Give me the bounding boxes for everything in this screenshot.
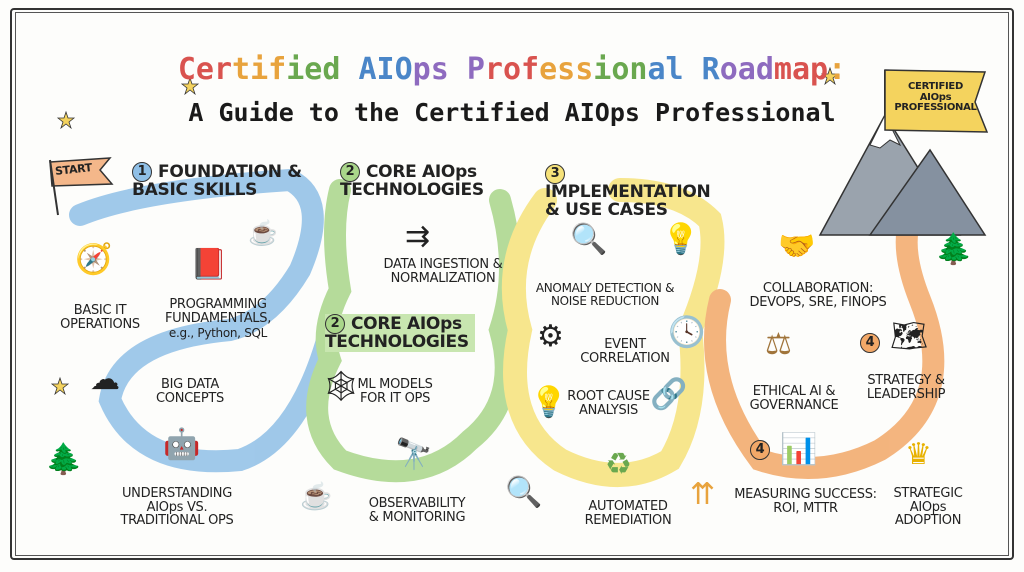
goal-flag-shape [884, 69, 989, 133]
bar-chart-icon: 📊 [780, 433, 818, 466]
trees-icon: 🌲 [935, 233, 973, 266]
stage-number: 4 [750, 440, 770, 460]
scales-icon: ⚖ [765, 328, 792, 361]
topic-measuring: MEASURING SUCCESS: ROI, MTTR [734, 487, 877, 516]
coffee-icon: ☕ [300, 481, 333, 511]
topic-anomaly: ANOMALY DETECTION & NOISE REDUCTION [535, 281, 675, 308]
neural-network-icon: 🕸 [322, 370, 361, 403]
stage-label: FOUNDATION & BASIC SKILLS [132, 162, 302, 200]
clock-icon: 🕓 [668, 316, 706, 349]
topic-remediation: AUTOMATED REMEDIATION [584, 499, 672, 528]
path-implementation [501, 178, 725, 487]
topic-adoption: STRATEGIC AIOps ADOPTION [893, 486, 963, 529]
broken-chain-icon: 🔗 [650, 378, 688, 411]
page-subtitle: A Guide to the Certified AIOps Professio… [188, 98, 836, 127]
star-icons [50, 66, 840, 396]
lightbulb-icon: 💡 [530, 386, 568, 419]
lightbulb-icon: 💡 [662, 223, 700, 256]
crown-icon: ♛ [905, 438, 932, 471]
page-border-inner [15, 12, 1009, 556]
stage-number: 4 [860, 333, 880, 353]
topic-understanding: UNDERSTANDING AIOps VS. TRADITIONAL OPS [120, 486, 234, 529]
handshake-icon: 🤝 [778, 230, 816, 263]
start-flag-shape [49, 157, 114, 187]
gears-icon: ⚙ [537, 320, 564, 353]
stage-number: 2 [340, 162, 360, 182]
topic-strategy: STRATEGY & LEADERSHIP [866, 373, 946, 402]
stage-label: IMPLEMENTATION & USE CASES [545, 182, 711, 220]
map-icon: 🗺 [890, 320, 929, 353]
page-border [10, 8, 1014, 560]
stage-label: CORE AIOps TECHNOLOGIES [340, 162, 484, 200]
page-title: Certified AIOps Professional Roadmap: [177, 52, 847, 87]
robot-icon: 🤖 [163, 428, 201, 461]
coffee-icon: ☕ [248, 220, 278, 247]
topic-basic-it: BASIC IT OPERATIONS [60, 303, 140, 332]
book-icon: 📕 [190, 248, 228, 281]
topic-event: EVENT CORRELATION [580, 337, 670, 366]
stage-3-implementation: 3IMPLEMENTATION & USE CASES [545, 164, 725, 220]
topic-observability: OBSERVABILITY & MONITORING [368, 496, 466, 525]
observatory-icon: 🔭 [395, 438, 433, 471]
topic-programming: PROGRAMMING FUNDAMENTALS, [164, 297, 272, 326]
stage-label: CORE AIOps TECHNOLOGIES [325, 314, 469, 352]
up-arrows-icon: ⇈ [690, 478, 716, 511]
data-pipeline-icon: ⇉ [405, 220, 431, 253]
stage-4-measuring: 4 [750, 440, 776, 460]
stage-number: 2 [325, 314, 345, 334]
path-foundation [69, 168, 341, 473]
topic-ingestion: DATA INGESTION & NORMALIZATION [383, 257, 503, 286]
path-leadership [704, 209, 945, 479]
stage-number: 3 [545, 164, 565, 184]
goal-flag-label: CERTIFIED AIOps PROFESSIONAL [894, 81, 977, 113]
topic-programming-sub: e.g., Python, SQL [168, 326, 268, 340]
stage-number: 1 [132, 162, 152, 182]
path-core [306, 179, 521, 483]
topic-big-data: BIG DATA CONCEPTS [156, 377, 224, 406]
trees-icon: 🌲 [45, 443, 83, 476]
topic-ml-models: ML MODELS FOR IT OPS [357, 377, 433, 406]
cloud-data-icon: ☁ [90, 363, 120, 396]
topic-collaboration: COLLABORATION: DEVOPS, SRE, FINOPS [749, 281, 887, 310]
topic-root-cause: ROOT CAUSE ANALYSIS [567, 389, 650, 418]
anomaly-magnifier-icon: 🔍 [570, 223, 608, 256]
stage-4-strategy: 4 [860, 333, 886, 353]
compass-icon: 🧭 [75, 243, 113, 276]
remediation-cycle-icon: ♻ [605, 448, 632, 481]
mountain-icon [818, 70, 987, 236]
magnifier-icon: 🔍 [505, 476, 543, 509]
topic-ethical: ETHICAL AI & GOVERNANCE [749, 384, 839, 413]
